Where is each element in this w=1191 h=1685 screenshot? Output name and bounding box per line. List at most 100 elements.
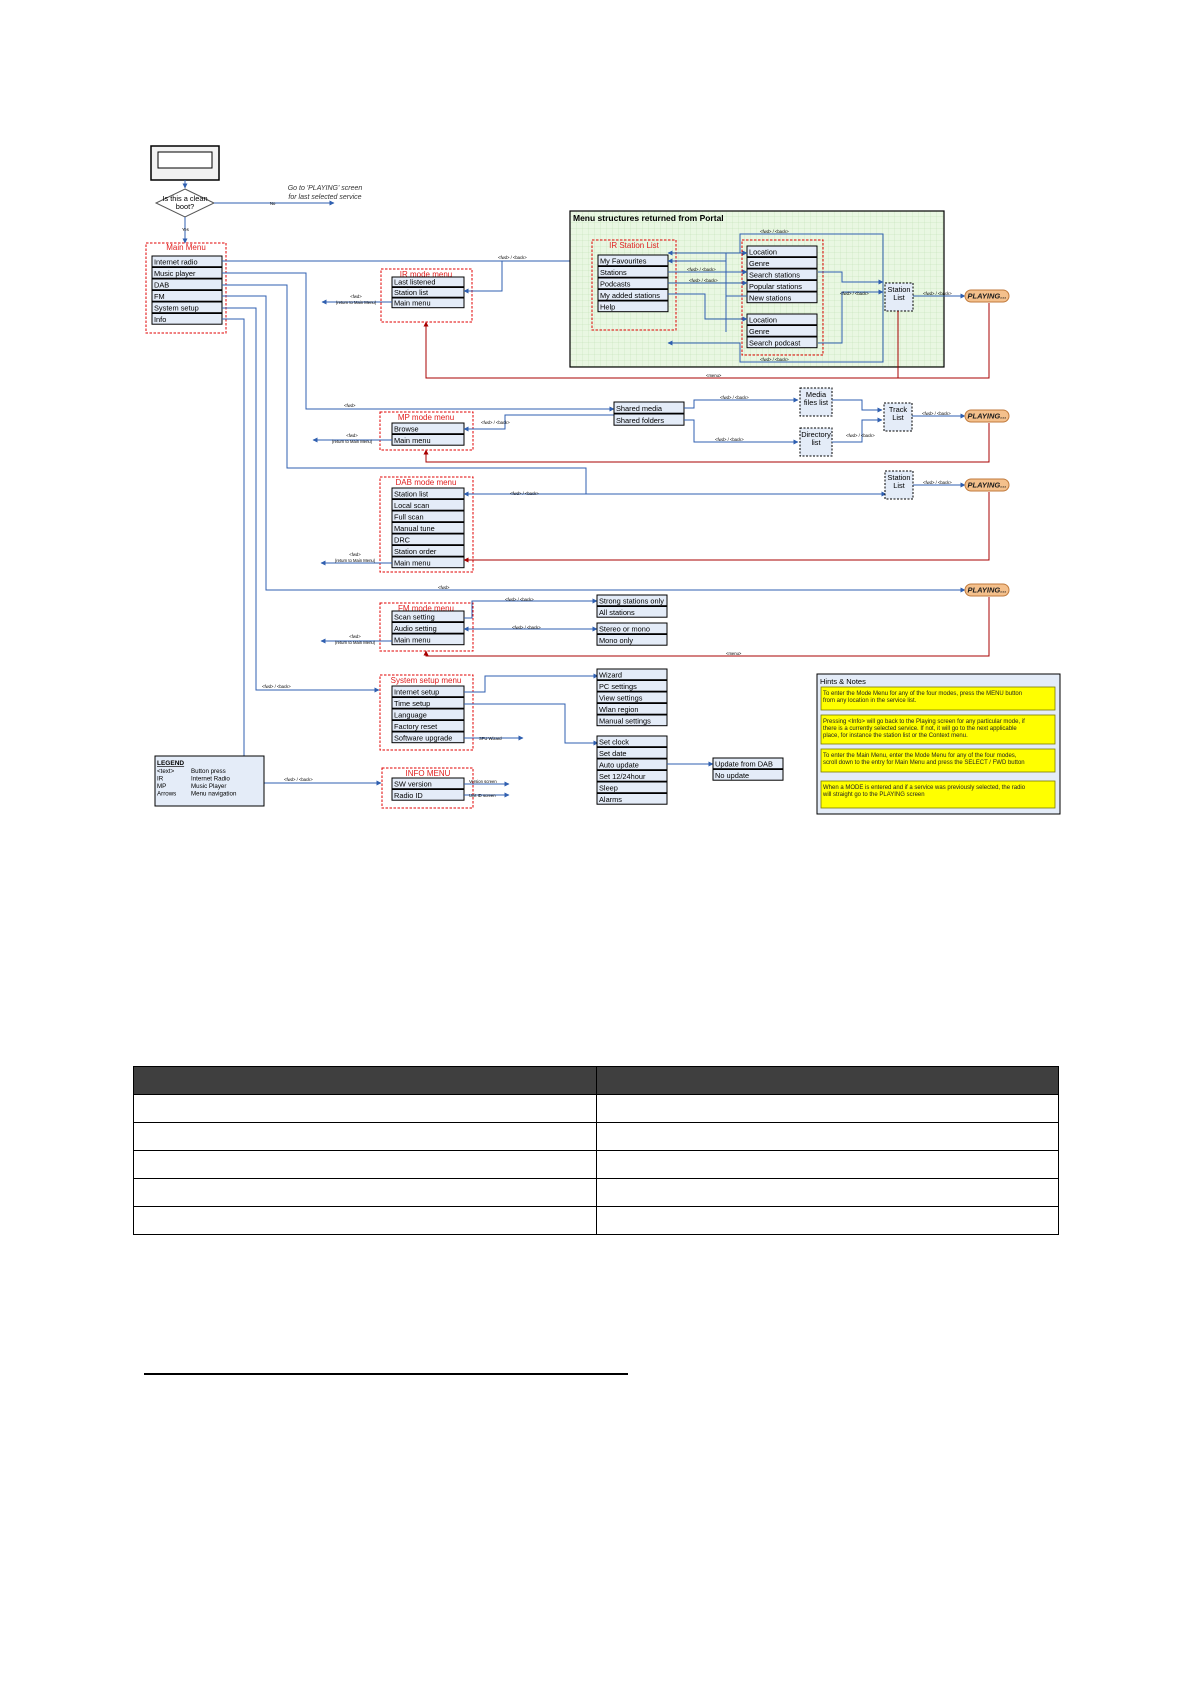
internet-setup-option: PC settings [599, 682, 637, 691]
edge-label: <fwd> / <back> [922, 411, 951, 416]
edge-label: <fwd> / <back> [840, 291, 869, 296]
time-setup-option: Sleep [599, 784, 618, 793]
dab-mode-menu-item-box [391, 522, 465, 534]
table-cell [133, 1150, 597, 1179]
auto-update-option: Update from DAB [715, 760, 773, 769]
table-row [133, 1150, 1059, 1179]
table-cell [133, 1178, 597, 1207]
goto-text-line1: Go to 'PLAYING' screen [288, 185, 363, 192]
legend-value: Menu navigation [191, 791, 237, 798]
edge-label: <fwd> / <back> [923, 480, 952, 485]
ir-station-list-item-box [597, 289, 669, 301]
ir-station-list-item: My Favourites [600, 257, 647, 266]
fm-return-line1: <fwd> [349, 634, 361, 639]
system-setup-menu-item: Factory reset [394, 722, 437, 731]
display-icon [150, 145, 220, 181]
mp-mode-menu-title: MP mode menu [398, 413, 454, 422]
system-setup-menu-item: Software upgrade [394, 734, 452, 743]
main-menu-item-box [151, 278, 223, 291]
ir-station-list-title: IR Station List [609, 241, 660, 250]
ir-station-list-item: Podcasts [600, 280, 631, 289]
ir-mode-menu-title: IR mode menu [400, 270, 452, 279]
fm-scan-option-box [596, 606, 668, 618]
time-setup-option-box [596, 747, 668, 759]
time-setup-option: Set clock [599, 738, 629, 747]
main-menu-item: Info [154, 315, 166, 324]
system-setup-menu-item-box [391, 708, 465, 721]
ir-station-list-frame [591, 239, 677, 331]
playing-label: PLAYING... [967, 292, 1006, 301]
dab-mode-menu-item: Full scan [394, 513, 424, 522]
time-setup-option: Alarms [599, 795, 622, 804]
portal-submenus-frame [741, 239, 824, 356]
legend-value: Internet Radio [191, 776, 230, 783]
table-header-cell [133, 1066, 597, 1095]
internet-setup-option: Wizard [599, 671, 622, 680]
hints-title: Hints & Notes [820, 677, 866, 686]
ir-station-list-box: Station List [884, 282, 914, 312]
radio-id-target-label: Unit ID screen [469, 793, 496, 798]
sw-version-target-label: Version screen [469, 779, 497, 784]
stations-submenu-item-box [746, 291, 818, 304]
track-list-box: Track List [883, 402, 913, 432]
edge-label: <fwd> [438, 585, 450, 590]
legend-value: Button press [191, 768, 226, 775]
edge-label: <menu> [706, 373, 722, 378]
mp-mode-menu-item: Browse [394, 425, 419, 434]
dab-return-line1: <fwd> [349, 552, 361, 557]
internet-setup-option: Wlan region [599, 705, 638, 714]
fm-mode-menu-item: Main menu [394, 636, 431, 645]
dab-mode-menu-item: DRC [394, 536, 411, 545]
edge-label: <fwd> / <back> [284, 777, 313, 782]
fm-scan-option-box [596, 594, 668, 607]
time-setup-option: Set 12/24hour [599, 772, 646, 781]
podcasts-submenu-item: Location [749, 316, 777, 325]
ir-station-list-item: Stations [600, 268, 627, 277]
fm-return-line2: (return to Main Menu) [335, 640, 376, 645]
edge-label: <menu> [726, 651, 742, 656]
table-cell [133, 1206, 597, 1235]
fm-mode-menu-item: Scan setting [394, 613, 435, 622]
hint-note-box [820, 780, 1056, 809]
fm-audio-option-box [596, 622, 668, 635]
hint-note-line: from any location in the service list. [823, 698, 917, 704]
table-row [133, 1094, 1059, 1123]
table-header-cell [596, 1066, 1059, 1095]
svg-text:List: List [893, 293, 905, 302]
svg-text:List: List [893, 481, 905, 490]
ir-mode-menu-item-box [391, 297, 465, 309]
stations-submenu-item: Search stations [749, 271, 800, 280]
time-setup-option-box [596, 793, 668, 805]
dab-mode-menu-title: DAB mode menu [396, 478, 457, 487]
playing-node: PLAYING... [964, 478, 1010, 492]
decision-text-line2: boot? [176, 202, 195, 211]
stations-submenu-item: Location [749, 248, 777, 257]
podcasts-submenu-item-box [746, 336, 818, 349]
system-setup-menu-item-box [391, 697, 465, 709]
ir-mode-menu-item-box [391, 276, 465, 288]
dab-station-list-box: Station List [884, 470, 914, 500]
decision-text-line1: Is this a clean [162, 194, 207, 203]
legend-key: <text> [157, 768, 175, 775]
table-cell [596, 1122, 1059, 1151]
system-setup-menu-item: Time setup [394, 699, 430, 708]
dab-mode-menu-item: Main menu [394, 559, 431, 568]
system-setup-menu-frame [379, 674, 474, 751]
main-menu-frame [145, 242, 227, 334]
stations-submenu-item-box [746, 280, 818, 292]
svg-text:Media: Media [806, 390, 827, 399]
clean-boot-decision: Is this a clean boot? [154, 188, 216, 218]
time-setup-option: Set date [599, 749, 627, 758]
edge-label: <fwd> / <back> [760, 357, 789, 362]
info-menu-item-box [391, 777, 465, 790]
system-setup-menu-item-box [391, 720, 465, 732]
legend-value: Music Player [191, 783, 226, 790]
